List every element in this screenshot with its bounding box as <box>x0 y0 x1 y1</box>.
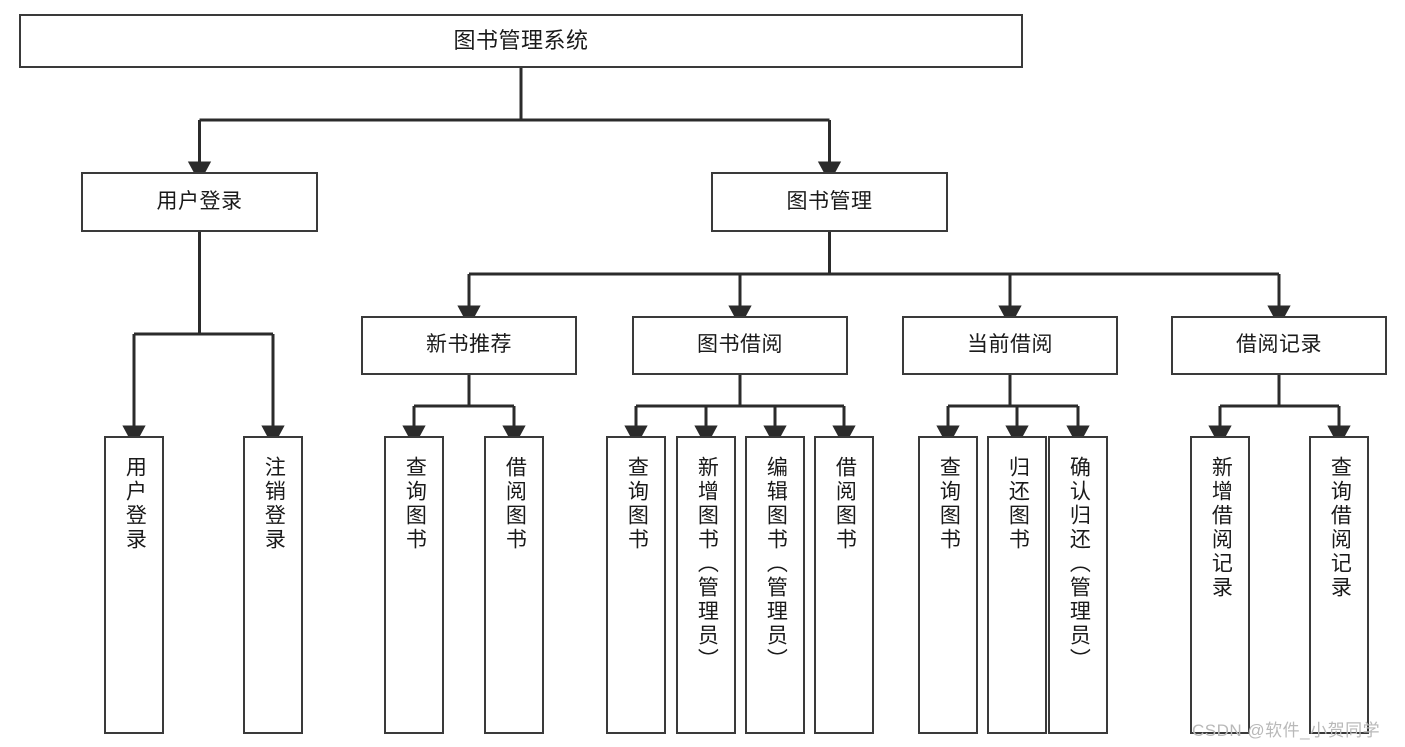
node-label: 查询图书 <box>937 456 961 552</box>
node-label: 借阅记录 <box>1236 333 1322 357</box>
node-new-book-recommend[interactable]: 新书推荐 <box>361 316 577 375</box>
node-root[interactable]: 图书管理系统 <box>19 14 1023 68</box>
node-leaf-query-book-3[interactable]: 查询图书 <box>918 436 978 734</box>
node-label: 当前借阅 <box>967 333 1053 357</box>
node-label: 查询图书 <box>625 456 649 552</box>
node-book-borrow[interactable]: 图书借阅 <box>632 316 848 375</box>
node-current-borrow[interactable]: 当前借阅 <box>902 316 1118 375</box>
node-leaf-borrow-book-2[interactable]: 借阅图书 <box>814 436 874 734</box>
node-leaf-logout[interactable]: 注销登录 <box>243 436 303 734</box>
node-label: 新增图书（管理员） <box>695 456 719 672</box>
node-leaf-return-book[interactable]: 归还图书 <box>987 436 1047 734</box>
node-label: 借阅图书 <box>833 456 857 552</box>
node-leaf-query-book-1[interactable]: 查询图书 <box>384 436 444 734</box>
node-label: 注销登录 <box>262 456 286 552</box>
node-label: 借阅图书 <box>503 456 527 552</box>
node-user-login[interactable]: 用户登录 <box>81 172 318 232</box>
node-label: 图书管理系统 <box>453 28 589 54</box>
node-label: 图书借阅 <box>697 333 783 357</box>
node-label: 查询图书 <box>403 456 427 552</box>
node-label: 用户登录 <box>123 456 147 552</box>
node-leaf-borrow-book-1[interactable]: 借阅图书 <box>484 436 544 734</box>
node-label: 新书推荐 <box>426 333 512 357</box>
node-leaf-query-book-2[interactable]: 查询图书 <box>606 436 666 734</box>
node-book-manage[interactable]: 图书管理 <box>711 172 948 232</box>
node-label: 编辑图书（管理员） <box>764 456 788 672</box>
node-label: 用户登录 <box>156 189 243 213</box>
csdn-watermark: CSDN @软件_小贺同学 <box>1192 721 1381 740</box>
node-leaf-confirm-return[interactable]: 确认归还（管理员） <box>1048 436 1108 734</box>
node-leaf-add-book[interactable]: 新增图书（管理员） <box>676 436 736 734</box>
node-leaf-edit-book[interactable]: 编辑图书（管理员） <box>745 436 805 734</box>
node-leaf-user-login[interactable]: 用户登录 <box>104 436 164 734</box>
node-leaf-add-record[interactable]: 新增借阅记录 <box>1190 436 1250 734</box>
node-label: 查询借阅记录 <box>1328 456 1352 600</box>
node-leaf-query-record[interactable]: 查询借阅记录 <box>1309 436 1369 734</box>
node-label: 新增借阅记录 <box>1209 456 1233 600</box>
node-borrow-record[interactable]: 借阅记录 <box>1171 316 1387 375</box>
node-label: 图书管理 <box>786 189 873 213</box>
node-label: 确认归还（管理员） <box>1067 456 1091 672</box>
node-label: 归还图书 <box>1006 456 1030 552</box>
